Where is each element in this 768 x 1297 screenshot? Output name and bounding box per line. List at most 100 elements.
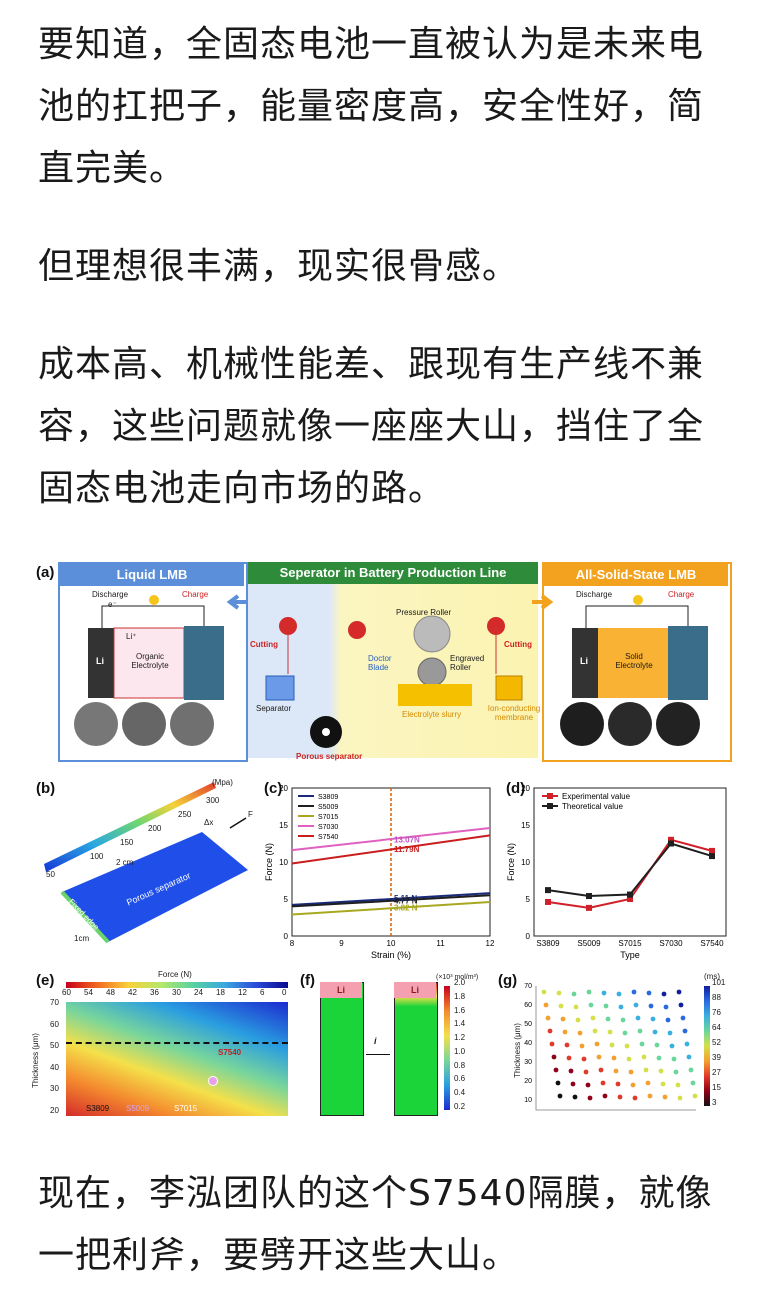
tick-label: 50 <box>50 1041 59 1051</box>
data-point <box>555 1080 561 1086</box>
data-point <box>601 990 607 996</box>
data-point <box>639 1041 645 1047</box>
current-label: i <box>374 1036 377 1046</box>
series-line <box>291 834 491 865</box>
panel-a-drawing <box>74 594 708 748</box>
legend-label: S7015 <box>318 814 338 821</box>
data-point <box>598 1067 604 1073</box>
pressure-roller <box>413 615 451 653</box>
production-line-box <box>248 562 538 758</box>
data-point <box>592 1028 598 1034</box>
roller-icon <box>348 621 366 639</box>
data-point <box>556 990 562 996</box>
slurry-tray <box>398 684 472 706</box>
dimension-label: 2 cm <box>116 858 134 867</box>
y-tick-label: 60 <box>524 1002 532 1009</box>
point-label: S7540 <box>218 1048 242 1057</box>
data-point <box>677 1095 683 1101</box>
y-tick-label: 5 <box>526 895 531 904</box>
data-point <box>663 1004 669 1010</box>
data-point <box>549 1041 555 1047</box>
tick-label: 64 <box>712 1023 721 1032</box>
data-point <box>620 1017 626 1023</box>
panel-label: (b) <box>36 780 56 797</box>
article-paragraph-3: 成本高、机械性能差、跟现有生产线不兼 容，这些问题就像一座座大山，挡住了全 固态… <box>38 334 738 520</box>
series-line <box>291 892 491 906</box>
li-cell-after <box>394 982 438 1116</box>
data-point <box>660 1081 666 1087</box>
data-point <box>658 1068 664 1074</box>
data-point <box>661 991 667 997</box>
article-figure[interactable]: (a) Liquid LMB Seperator in Battery Prod… <box>31 556 736 1124</box>
force-colorbar <box>66 982 288 988</box>
legend-marker <box>547 803 553 809</box>
data-point <box>600 1080 606 1086</box>
panel-label: (e) <box>36 972 55 989</box>
y-tick-label: 20 <box>521 784 530 793</box>
colorbar-tick: 150 <box>120 838 134 847</box>
tick-label: 1.0 <box>454 1046 466 1056</box>
data-point <box>579 1043 585 1049</box>
data-point <box>630 1082 636 1088</box>
colorbar-tick: 200 <box>148 824 162 833</box>
separator-sheet <box>265 675 295 701</box>
data-point <box>603 1003 609 1009</box>
bulb-icon <box>633 595 643 605</box>
data-point <box>590 1015 596 1021</box>
data-point <box>680 1015 686 1021</box>
series-line <box>547 842 713 898</box>
data-point <box>628 1069 634 1075</box>
y-tick-label: 5 <box>284 895 289 904</box>
slurry-label: Electrolyte slurry <box>402 710 462 719</box>
data-point <box>587 1095 593 1101</box>
thickness-map <box>66 1002 288 1116</box>
value-annotation: 3.82 N <box>394 904 418 913</box>
porous-separator-label: Porous separator <box>296 752 363 761</box>
data-point <box>676 989 682 995</box>
data-point <box>573 1004 579 1010</box>
text-line: 现在，李泓团队的这个S7540隔膜，就像 <box>38 1173 713 1214</box>
y-tick-label: 30 <box>524 1059 532 1066</box>
organic-electrolyte-label: Organic Electrolyte <box>131 652 169 670</box>
li-ion-label: Li⁺ <box>126 632 137 641</box>
data-point <box>553 1067 559 1073</box>
data-point <box>547 1028 553 1034</box>
data-point <box>665 1017 671 1023</box>
data-point <box>654 1042 660 1048</box>
li-label: Li <box>96 656 104 666</box>
data-point <box>656 1055 662 1061</box>
tick-label: 42 <box>128 988 137 997</box>
current-arrow-icon <box>366 1054 390 1055</box>
data-point <box>618 1004 624 1010</box>
data-point <box>648 1003 654 1009</box>
tick-label: 0 <box>282 988 287 997</box>
dx-label: Δx <box>204 818 214 827</box>
data-point <box>675 1082 681 1088</box>
colorbar-tick: 100 <box>90 852 104 861</box>
data-point <box>585 1082 591 1088</box>
arrow-right-icon <box>532 594 554 610</box>
text-line: 固态电池走向市场的路。 <box>38 468 446 509</box>
series-line <box>291 894 491 908</box>
data-point <box>643 1067 649 1073</box>
data-point <box>586 989 592 995</box>
data-point <box>545 1015 551 1021</box>
data-point <box>684 1041 690 1047</box>
discharge-label: Discharge <box>92 590 129 599</box>
y-tick-label: 70 <box>524 983 532 990</box>
data-point <box>673 1069 679 1075</box>
data-point <box>641 1054 647 1060</box>
data-point <box>671 1056 677 1062</box>
data-point <box>616 991 622 997</box>
tick-label: 1.2 <box>454 1033 466 1043</box>
x-tick-label: 10 <box>387 939 396 948</box>
sem-image <box>656 702 700 746</box>
li-tag: Li <box>394 982 436 998</box>
arrow-left-icon <box>226 594 246 610</box>
colorbar-unit: (Mpa) <box>212 778 233 787</box>
x-tick-label: S7015 <box>618 939 642 948</box>
